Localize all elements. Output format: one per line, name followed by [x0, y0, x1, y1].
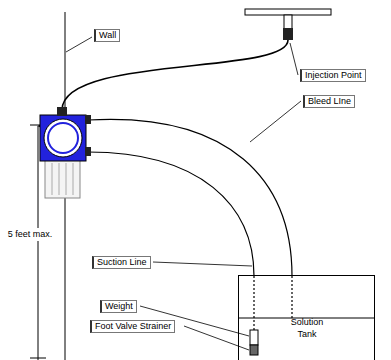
- bleed-tube: [88, 119, 292, 276]
- bleed-fitting: [85, 115, 91, 124]
- injection-stem: [284, 15, 292, 29]
- callout-label: Wall: [94, 29, 120, 42]
- discharge-tube: [62, 40, 288, 110]
- foot-valve-strainer: [250, 345, 258, 355]
- pump-dial: [44, 119, 82, 157]
- suction-tube: [88, 152, 254, 276]
- dimension-label: 5 feet max.: [7, 228, 54, 241]
- callout-label: Foot Valve Strainer: [90, 320, 175, 333]
- suction-tube-in-tank: [253, 276, 254, 330]
- pump-body: [45, 160, 80, 198]
- callout-label: Injection Point: [300, 69, 366, 82]
- tank-label: Solution Tank: [282, 316, 332, 340]
- callout-label: Bleed LIne: [303, 95, 355, 108]
- discharge-fitting: [57, 107, 67, 116]
- callout-label: Weight: [100, 300, 137, 313]
- pump-dial-ring: [48, 123, 78, 153]
- bleed-tube-in-tank: [291, 276, 292, 318]
- solution-tank: Solution Tank: [238, 275, 375, 360]
- weight: [250, 330, 258, 345]
- dimension-tick: [30, 358, 46, 359]
- pump-body-ribs: [52, 163, 73, 195]
- injection-fitting: [283, 28, 293, 40]
- pump-head: [40, 115, 86, 161]
- callout-label: Suction Line: [92, 256, 151, 269]
- suction-fitting: [85, 147, 91, 156]
- injection-tee: [245, 9, 331, 15]
- leader-lines: [66, 37, 301, 350]
- dimension-line: [38, 126, 39, 360]
